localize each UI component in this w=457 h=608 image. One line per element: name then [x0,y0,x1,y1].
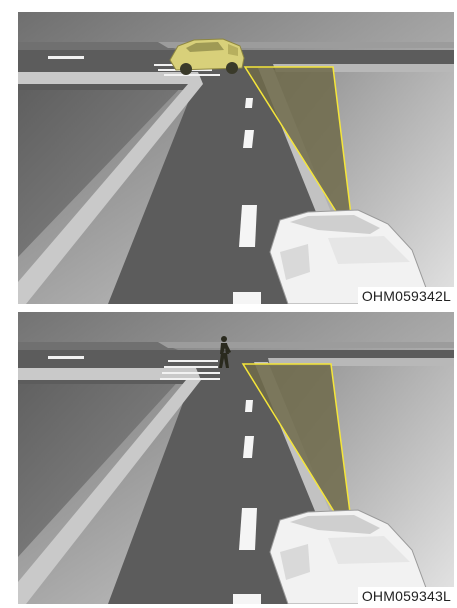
scene-illustration [18,312,454,604]
figure-vehicle-scene: OHM059342L [18,12,454,304]
figure-code: OHM059342L [358,287,454,304]
figure-code: OHM059343L [358,587,454,604]
scene-illustration [18,12,454,304]
figure-pedestrian-scene: OHM059343L [18,312,454,604]
